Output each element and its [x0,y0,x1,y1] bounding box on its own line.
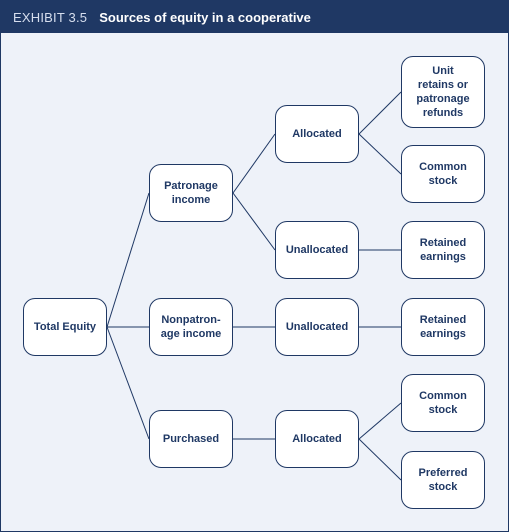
connector-allocated-common2 [358,402,402,440]
connector-total-purchased [106,326,150,440]
node-nonpatronage-income: Nonpatron- age income [149,298,233,356]
title-bar: EXHIBIT 3.5 Sources of equity in a coope… [1,1,508,33]
connector-patronage-unallocated [232,192,276,251]
connector-patronage-allocated [232,133,276,194]
node-retained-earnings-2: Retained earnings [401,298,485,356]
node-unallocated-nonpatronage: Unallocated [275,298,359,356]
node-retained-earnings-1: Retained earnings [401,221,485,279]
node-patronage-income: Patronage income [149,164,233,222]
node-allocated-patronage: Allocated [275,105,359,163]
node-unallocated-patronage: Unallocated [275,221,359,279]
node-total-equity: Total Equity [23,298,107,356]
node-common-stock-2: Common stock [401,374,485,432]
connector-allocated-unitretains [358,91,402,135]
node-allocated-purchased: Allocated [275,410,359,468]
exhibit-number: EXHIBIT 3.5 [13,9,88,25]
node-purchased: Purchased [149,410,233,468]
exhibit-title: Sources of equity in a cooperative [99,9,311,25]
connector-total-patronage [106,192,150,328]
connector-allocated-common [358,133,402,175]
node-preferred-stock: Preferred stock [401,451,485,509]
connector-allocated-preferred [358,438,402,481]
node-unit-retains: Unit retains or patronage refunds [401,56,485,128]
node-common-stock-1: Common stock [401,145,485,203]
